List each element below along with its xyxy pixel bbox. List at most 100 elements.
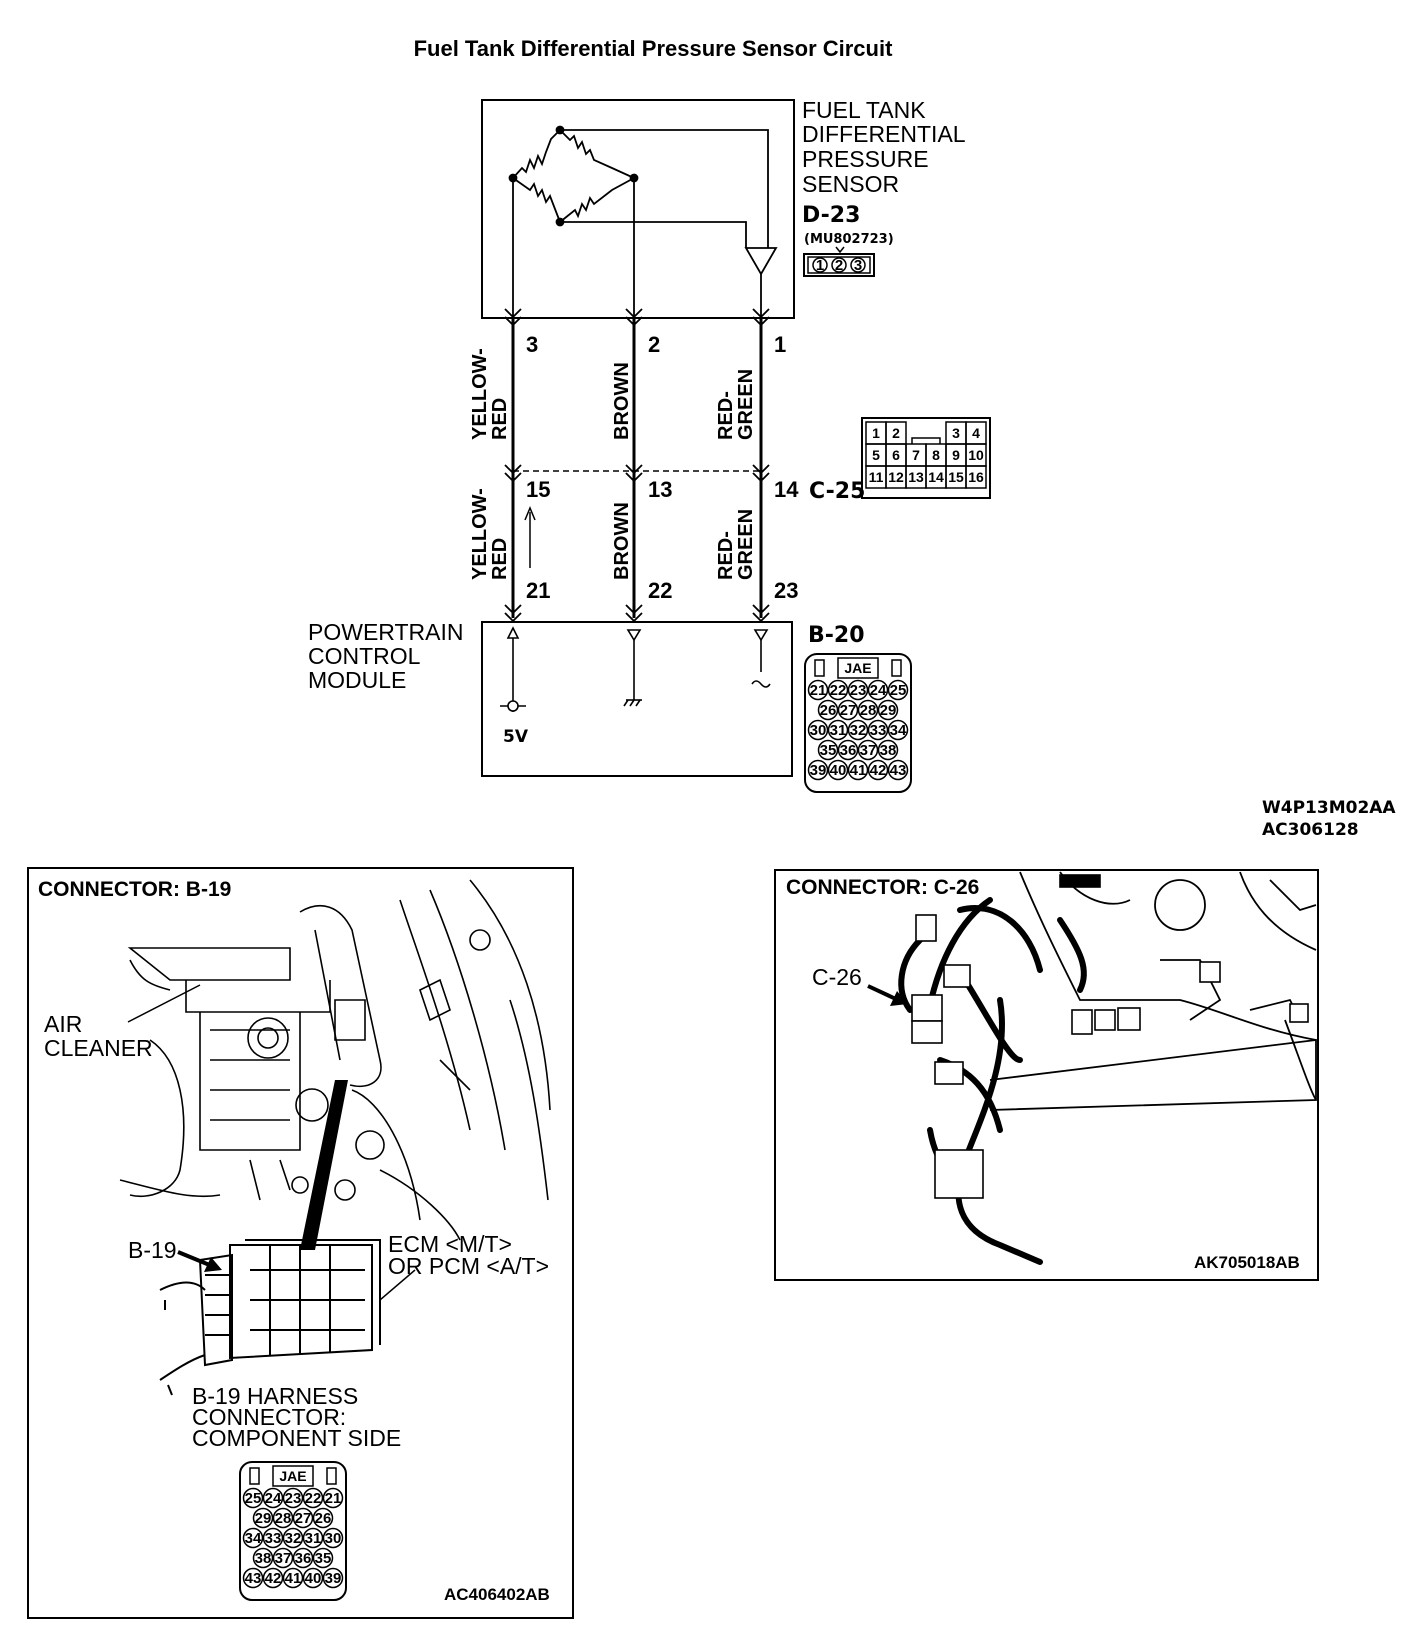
pointer-arrow-icon xyxy=(177,1250,222,1272)
wire-color-labels: YELLOW- RED BROWN RED- GREEN YELLOW- RED… xyxy=(469,348,757,580)
wire-color-label: RED xyxy=(489,398,511,440)
sensor-part-number: (MU802723) xyxy=(804,232,894,247)
ecm-module-illustration xyxy=(159,1239,416,1396)
jae-pin xyxy=(242,1487,264,1509)
jae-pin-label: 24 xyxy=(870,682,887,699)
jae-pin-label: 22 xyxy=(830,682,847,699)
wire-color-label: RED- xyxy=(715,531,737,580)
jae-pin-label: 35 xyxy=(315,1550,332,1567)
jae-pin-label: 43 xyxy=(245,1570,262,1587)
jae-pin-label: 40 xyxy=(830,762,847,779)
jae-pin-label: 42 xyxy=(870,762,887,779)
sensor-pin-number: 2 xyxy=(648,332,660,357)
sensor-pin-number: 3 xyxy=(526,332,538,357)
jae-pin xyxy=(857,699,879,721)
jae-pin xyxy=(827,719,849,741)
wire-harness xyxy=(511,318,763,618)
sensor-pin-number: 1 xyxy=(774,332,786,357)
jae-pin xyxy=(302,1567,324,1589)
jae-label: JAE xyxy=(844,660,871,676)
jae-pin xyxy=(272,1507,294,1529)
sensor-box xyxy=(481,99,795,319)
jae-pin-label: 34 xyxy=(890,722,907,739)
ecm-label: OR PCM <A/T> xyxy=(388,1253,549,1279)
terminal-chevrons xyxy=(504,308,770,623)
c25-pin-label: 2 xyxy=(892,425,900,441)
c25-pin-label: 7 xyxy=(912,447,920,463)
jae-pin-label: 38 xyxy=(880,742,897,759)
jae-pin-label: 41 xyxy=(850,762,867,779)
jae-pin xyxy=(312,1507,334,1529)
dashboard-wiring-illustration xyxy=(989,871,1317,1111)
jae-pin-label: 37 xyxy=(860,742,877,759)
pcm-pin-number: 23 xyxy=(774,578,798,603)
jae-pin-label: 26 xyxy=(820,702,837,719)
jae-pin xyxy=(242,1567,264,1589)
pcm-box: 5V xyxy=(481,621,793,777)
jae-pin-label: 32 xyxy=(285,1530,302,1547)
jae-pin xyxy=(292,1547,314,1569)
pin-numbers: 3 2 1 15 13 14 21 22 23 xyxy=(526,332,799,603)
jae-pin-label: 40 xyxy=(305,1570,322,1587)
wire-color-label: BROWN xyxy=(611,502,633,580)
diagram-code: W4P13M02AA xyxy=(1262,798,1396,818)
sensor-name-line: PRESSURE xyxy=(802,146,929,172)
panel-c26: CONNECTOR: C-26 C-26 AK705018AB xyxy=(774,869,1319,1281)
b19-pointer-label: B-19 xyxy=(128,1237,177,1263)
pcm-pin-number: 22 xyxy=(648,578,672,603)
jae-pin-label: 30 xyxy=(810,722,827,739)
jae-pin xyxy=(867,719,889,741)
jae-pin-label: 21 xyxy=(810,682,827,699)
c25-pin-label: 13 xyxy=(908,469,924,485)
jae-pin-label: 33 xyxy=(870,722,887,739)
wire-color-label: BROWN xyxy=(611,362,633,440)
jae-pin xyxy=(262,1567,284,1589)
jae-pin-label: 31 xyxy=(830,722,847,739)
air-cleaner-label: AIR xyxy=(44,1011,82,1037)
jae-pin-label: 34 xyxy=(245,1530,262,1547)
jae-pin xyxy=(817,699,839,721)
c25-pin-number: 15 xyxy=(526,477,550,502)
wire-color-label: RED- xyxy=(715,391,737,440)
jae-pin xyxy=(807,759,829,781)
diagram-title: Fuel Tank Differential Pressure Sensor C… xyxy=(414,36,894,61)
panel-c26-code: AK705018AB xyxy=(1194,1253,1300,1272)
c25-pin-label: 16 xyxy=(968,469,984,485)
c25-connector-id: C-25 xyxy=(809,479,865,504)
jae-pin xyxy=(827,679,849,701)
c25-pin-number: 13 xyxy=(648,477,672,502)
jae-pin-label: 36 xyxy=(840,742,857,759)
jae-pin xyxy=(282,1567,304,1589)
pcm-name: POWERTRAIN CONTROL MODULE xyxy=(308,619,463,693)
sensor-pin-label: 1 xyxy=(816,257,824,274)
jae-pin-label: 42 xyxy=(265,1570,282,1587)
jae-pin xyxy=(322,1567,344,1589)
pcm-name-line: POWERTRAIN xyxy=(308,619,463,645)
jae-pin-label: 25 xyxy=(245,1490,262,1507)
wire-color-label: YELLOW- xyxy=(469,488,491,580)
c25-cell xyxy=(965,465,987,489)
jae-pin xyxy=(312,1547,334,1569)
diagram-code: AC306128 xyxy=(1262,820,1359,840)
sensor-pin-label: 3 xyxy=(854,257,862,274)
jae-pin-label: 33 xyxy=(265,1530,282,1547)
jae-pin-label: 28 xyxy=(275,1510,292,1527)
pcm-name-line: MODULE xyxy=(308,667,406,693)
sensor-pin-label: 2 xyxy=(835,257,843,274)
jae-pin-label: 23 xyxy=(850,682,867,699)
jae-pin xyxy=(322,1527,344,1549)
c25-pin-number: 14 xyxy=(774,477,799,502)
c25-pin-label: 9 xyxy=(952,447,960,463)
pcm-connector-id: B-20 xyxy=(808,623,865,648)
sensor-name: FUEL TANK DIFFERENTIAL PRESSURE SENSOR xyxy=(802,97,966,197)
jae-pin xyxy=(262,1527,284,1549)
jae-pin xyxy=(877,739,899,761)
jae-pin-label: 27 xyxy=(295,1510,312,1527)
jae-pin xyxy=(837,699,859,721)
c25-pin-label: 8 xyxy=(932,447,940,463)
jae-pin-label: 21 xyxy=(325,1490,342,1507)
c25-pin-label: 3 xyxy=(952,425,960,441)
jae-pin-label: 38 xyxy=(255,1550,272,1567)
